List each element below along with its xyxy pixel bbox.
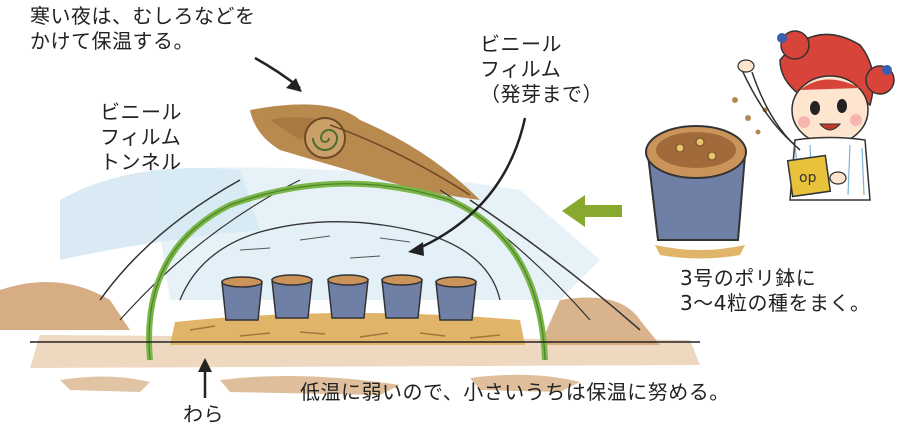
tunnel-hoop	[146, 180, 548, 361]
label-bottom-note: 低温に弱いので、小さいうちは保温に努める。	[300, 380, 730, 405]
straw-layer	[170, 312, 525, 345]
seed-pots	[221, 274, 477, 321]
seeded-pot	[645, 125, 747, 259]
label-tunnel-line3: トンネル	[100, 150, 182, 174]
seed-packet: op	[786, 154, 832, 198]
label-tunnel-line2: フィルム	[100, 125, 182, 149]
label-straw: わら	[183, 402, 224, 427]
label-pot-line2: 3～4粒の種をまく。	[680, 291, 871, 315]
label-vinyl-film-line2: フィルム	[480, 57, 562, 81]
girl-character: op	[737, 30, 895, 201]
leader-arrows	[198, 56, 527, 398]
seed-packet-text: op	[799, 170, 817, 186]
label-straw-text: わら	[183, 402, 224, 426]
label-bottom-note-text: 低温に弱いので、小さいうちは保温に努める。	[300, 380, 730, 404]
label-vinyl-film-line1: ビニール	[480, 32, 562, 56]
label-cold-night: 寒い夜は、むしろなどを かけて保温する。	[30, 4, 256, 54]
falling-seeds	[732, 97, 768, 135]
label-pot-line1: 3号のポリ鉢に	[680, 266, 817, 290]
label-tunnel: ビニール フィルム トンネル	[100, 100, 182, 175]
label-cold-night-line1: 寒い夜は、むしろなどを	[30, 4, 256, 28]
label-vinyl-film: ビニール フィルム （発芽まで）	[480, 32, 603, 107]
label-vinyl-film-line3: （発芽まで）	[480, 82, 603, 106]
straw-mat-cover	[250, 104, 480, 200]
label-tunnel-line1: ビニール	[100, 100, 182, 124]
label-pot: 3号のポリ鉢に 3～4粒の種をまく。	[680, 266, 870, 316]
green-arrow	[562, 195, 622, 227]
label-cold-night-line2: かけて保温する。	[30, 29, 194, 53]
